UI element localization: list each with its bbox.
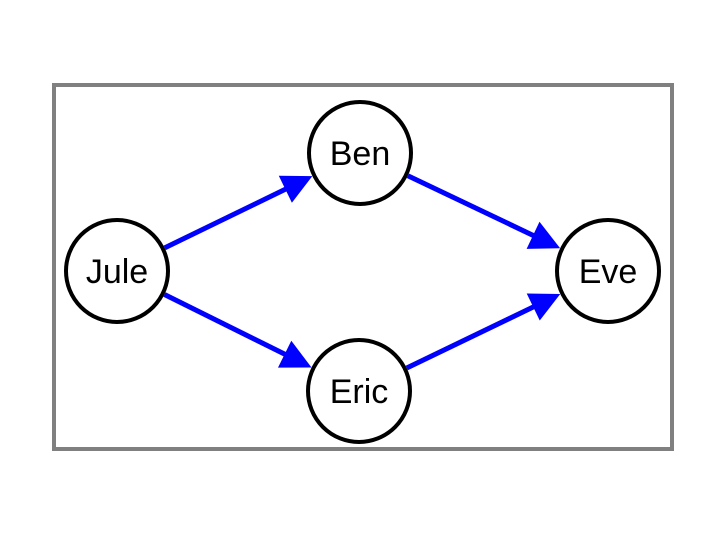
edges-layer — [163, 173, 561, 371]
node-ben: Ben — [307, 100, 413, 206]
edge-line — [163, 292, 288, 358]
node-ben-label: Ben — [330, 135, 391, 173]
diagram-frame — [52, 83, 674, 451]
edge-line — [163, 186, 289, 251]
arrowhead-icon — [278, 175, 313, 203]
edge-eric-eve — [405, 293, 561, 371]
node-jule-label: Jule — [86, 253, 148, 291]
edge-line — [406, 173, 536, 239]
node-eric-label: Eric — [330, 373, 389, 411]
node-jule-circle — [64, 218, 170, 324]
node-eric-circle — [306, 338, 412, 444]
node-eve: Eve — [555, 218, 661, 324]
edge-line — [405, 303, 537, 371]
edge-ben-eve — [406, 173, 561, 249]
node-ben-circle — [307, 100, 413, 206]
arrowhead-icon — [277, 340, 312, 368]
edge-jule-eric — [163, 292, 312, 368]
edge-jule-ben — [163, 175, 313, 251]
node-eve-label: Eve — [579, 253, 638, 291]
node-jule: Jule — [64, 218, 170, 324]
node-eric: Eric — [306, 338, 412, 444]
node-eve-circle — [555, 218, 661, 324]
arrowhead-icon — [526, 293, 561, 321]
arrowhead-icon — [526, 221, 561, 249]
